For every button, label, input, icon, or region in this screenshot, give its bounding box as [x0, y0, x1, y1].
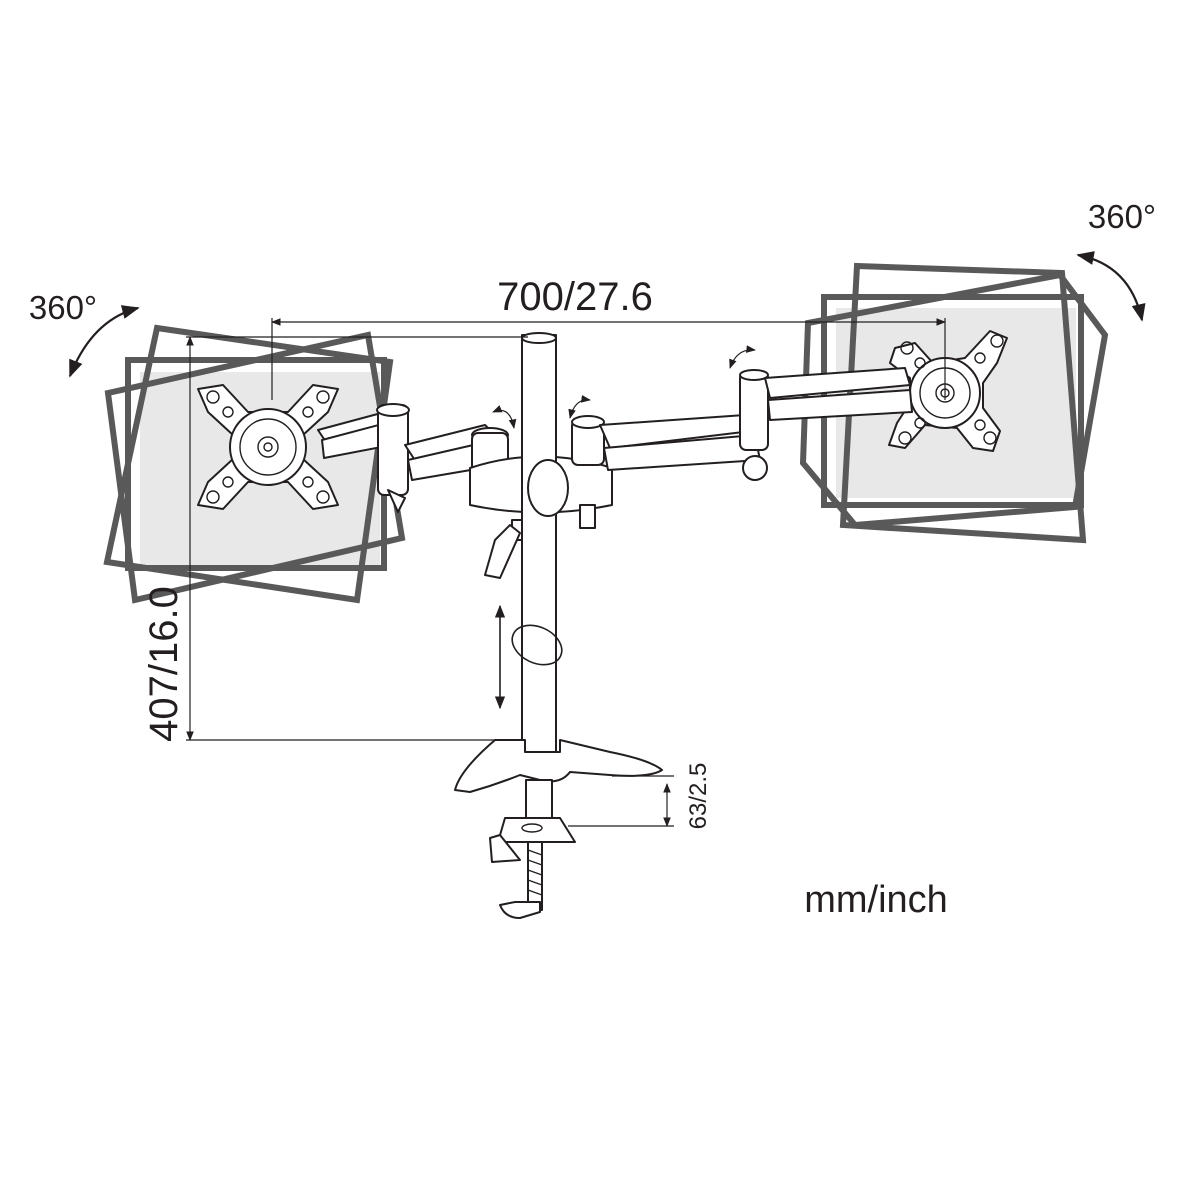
- rotation-right-label: 360°: [1088, 198, 1156, 235]
- left-rotation-arrow: [68, 305, 140, 378]
- right-vesa-plate: [888, 330, 1008, 452]
- left-frame-tilt-cw: [103, 324, 394, 604]
- height-label: 407/16.0: [142, 586, 186, 742]
- width-label: 700/27.6: [497, 275, 653, 319]
- width-dimension: [271, 318, 946, 400]
- left-arm: [317, 403, 509, 513]
- left-frame-tilt-ccw: [104, 331, 406, 604]
- left-monitor: [103, 324, 406, 604]
- height-dimension: [186, 336, 528, 741]
- rotation-left-label: 360°: [29, 289, 97, 326]
- unit-label: mm/inch: [804, 879, 948, 921]
- clamp-dimension: [568, 775, 674, 827]
- center-hub: [469, 332, 613, 756]
- pole-rotation-ring: [511, 624, 563, 666]
- swivel-arrow-left-joint: [492, 405, 517, 429]
- clamp-label: 63/2.5: [685, 763, 712, 830]
- right-arm: [571, 367, 913, 481]
- left-vesa-plate: [197, 384, 339, 510]
- right-rotation-arrow: [1076, 251, 1146, 322]
- right-frame-tilt-ccw: [799, 271, 1109, 529]
- right-frame-tilt-cw: [839, 262, 1087, 544]
- desk-base: [454, 739, 663, 919]
- swivel-arrow-right-joint: [568, 395, 591, 419]
- swivel-arrow-far-right-joint: [729, 345, 756, 369]
